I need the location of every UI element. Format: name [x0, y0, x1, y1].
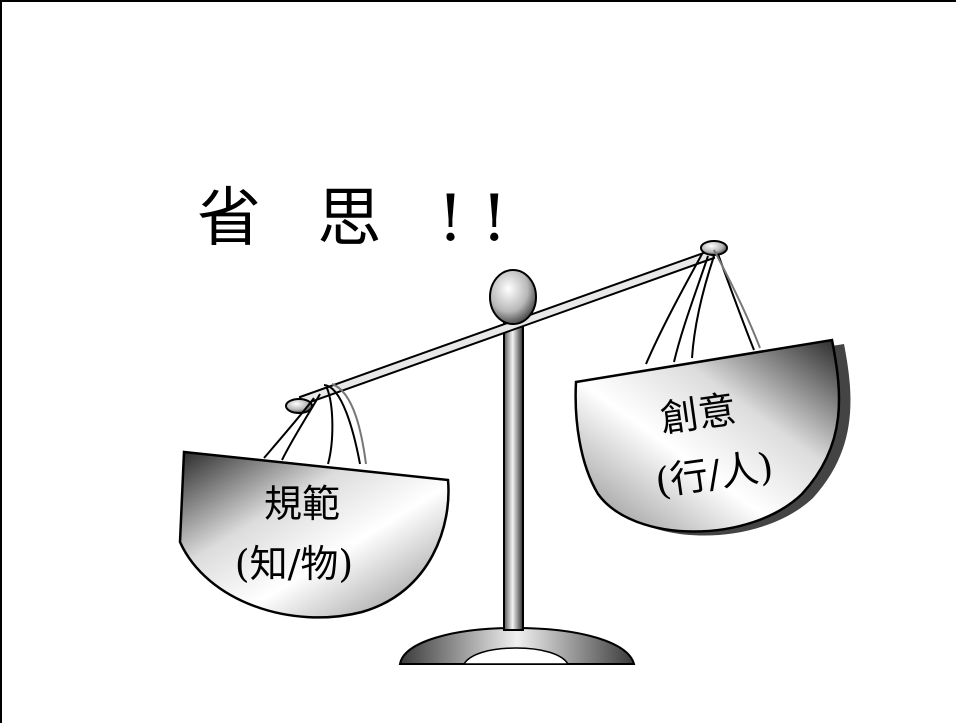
left-pan-label: 規範 [264, 482, 340, 526]
slide-title: 省 思 !! [197, 182, 526, 256]
scale-base [398, 626, 636, 665]
left-pan-sublabel: (知/物) [235, 542, 353, 586]
scale-pivot-knob [489, 269, 537, 325]
right-pan-label: 創意 [657, 387, 738, 441]
left-pan-strings [263, 383, 367, 465]
left-pan: 規範 (知/物) [178, 450, 450, 619]
right-pan-strings [645, 249, 761, 365]
scale-pole [503, 311, 524, 631]
right-pan: 創意 (行/人) [574, 338, 851, 536]
